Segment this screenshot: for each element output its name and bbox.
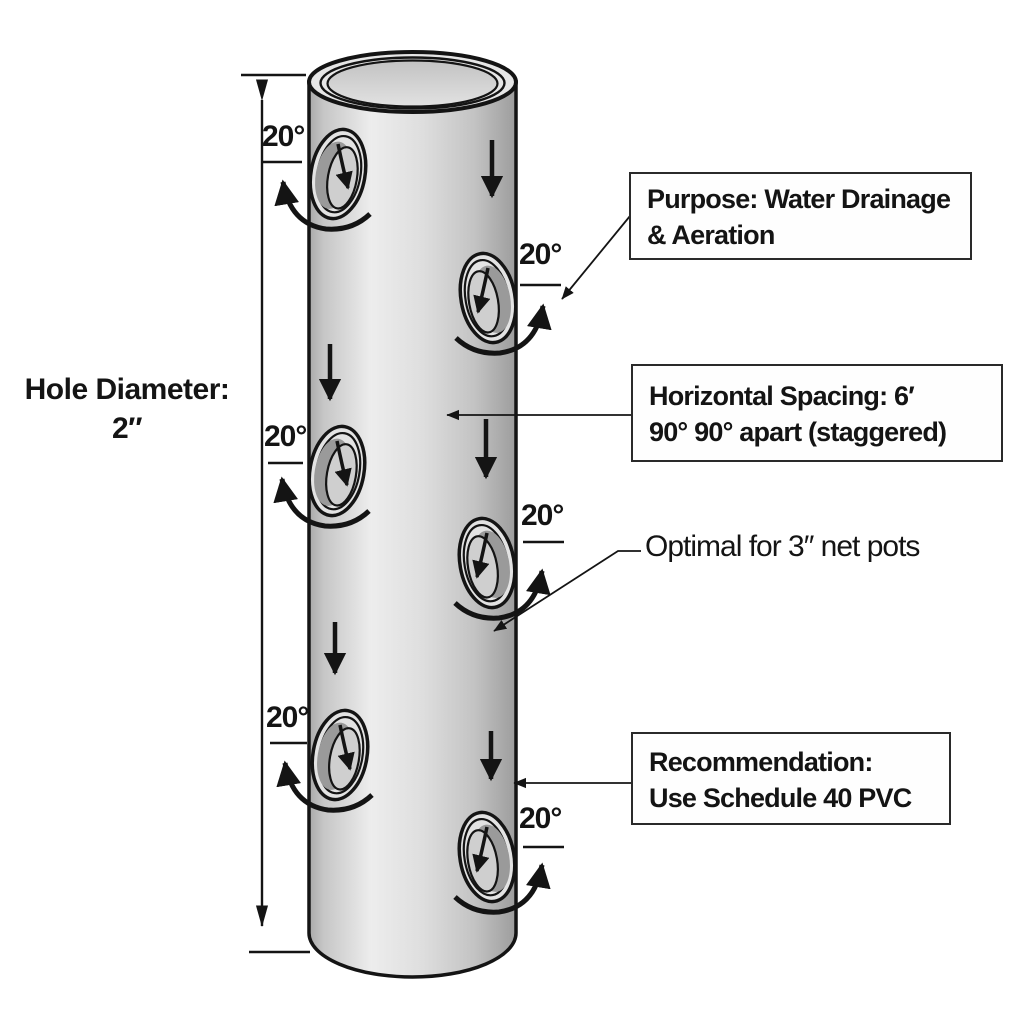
dimension-line	[241, 73, 310, 954]
angle-label-upper-right: 20°	[519, 238, 562, 271]
angle-label-lower-left: 20°	[266, 701, 309, 734]
purpose-callout-box: Purpose: Water Drainage & Aeration	[629, 172, 972, 260]
purpose-line1: Purpose: Water Drainage	[647, 184, 951, 214]
net-pots-callout-label: Optimal for 3″ net pots	[645, 530, 920, 563]
angle-label-lower-right: 20°	[519, 802, 562, 835]
spacing-callout-box: Horizontal Spacing: 6′ 90° 90° apart (st…	[631, 364, 1003, 462]
hole-diameter-label: Hole Diameter: 2″	[18, 370, 236, 448]
recommendation-callout-box: Recommendation: Use Schedule 40 PVC	[631, 732, 951, 825]
pipe-top-opening	[307, 50, 518, 114]
spacing-line1: Horizontal Spacing: 6′	[649, 381, 915, 411]
angle-label-middle-left: 20°	[264, 420, 307, 453]
purpose-line2: & Aeration	[647, 219, 775, 250]
recommendation-line1: Recommendation:	[649, 747, 873, 777]
down-arrow-icon	[318, 140, 504, 782]
spacing-line2: 90° 90° apart (staggered)	[649, 416, 947, 447]
angle-label-middle-right: 20°	[521, 499, 564, 532]
hole-diameter-line2: 2″	[111, 412, 143, 445]
angle-label-top-left: 20°	[262, 120, 305, 153]
hole-diameter-line1: Hole Diameter:	[24, 373, 230, 406]
angle-underline	[263, 160, 564, 849]
recommendation-line2: Use Schedule 40 PVC	[649, 782, 912, 813]
leader-line	[446, 215, 641, 789]
